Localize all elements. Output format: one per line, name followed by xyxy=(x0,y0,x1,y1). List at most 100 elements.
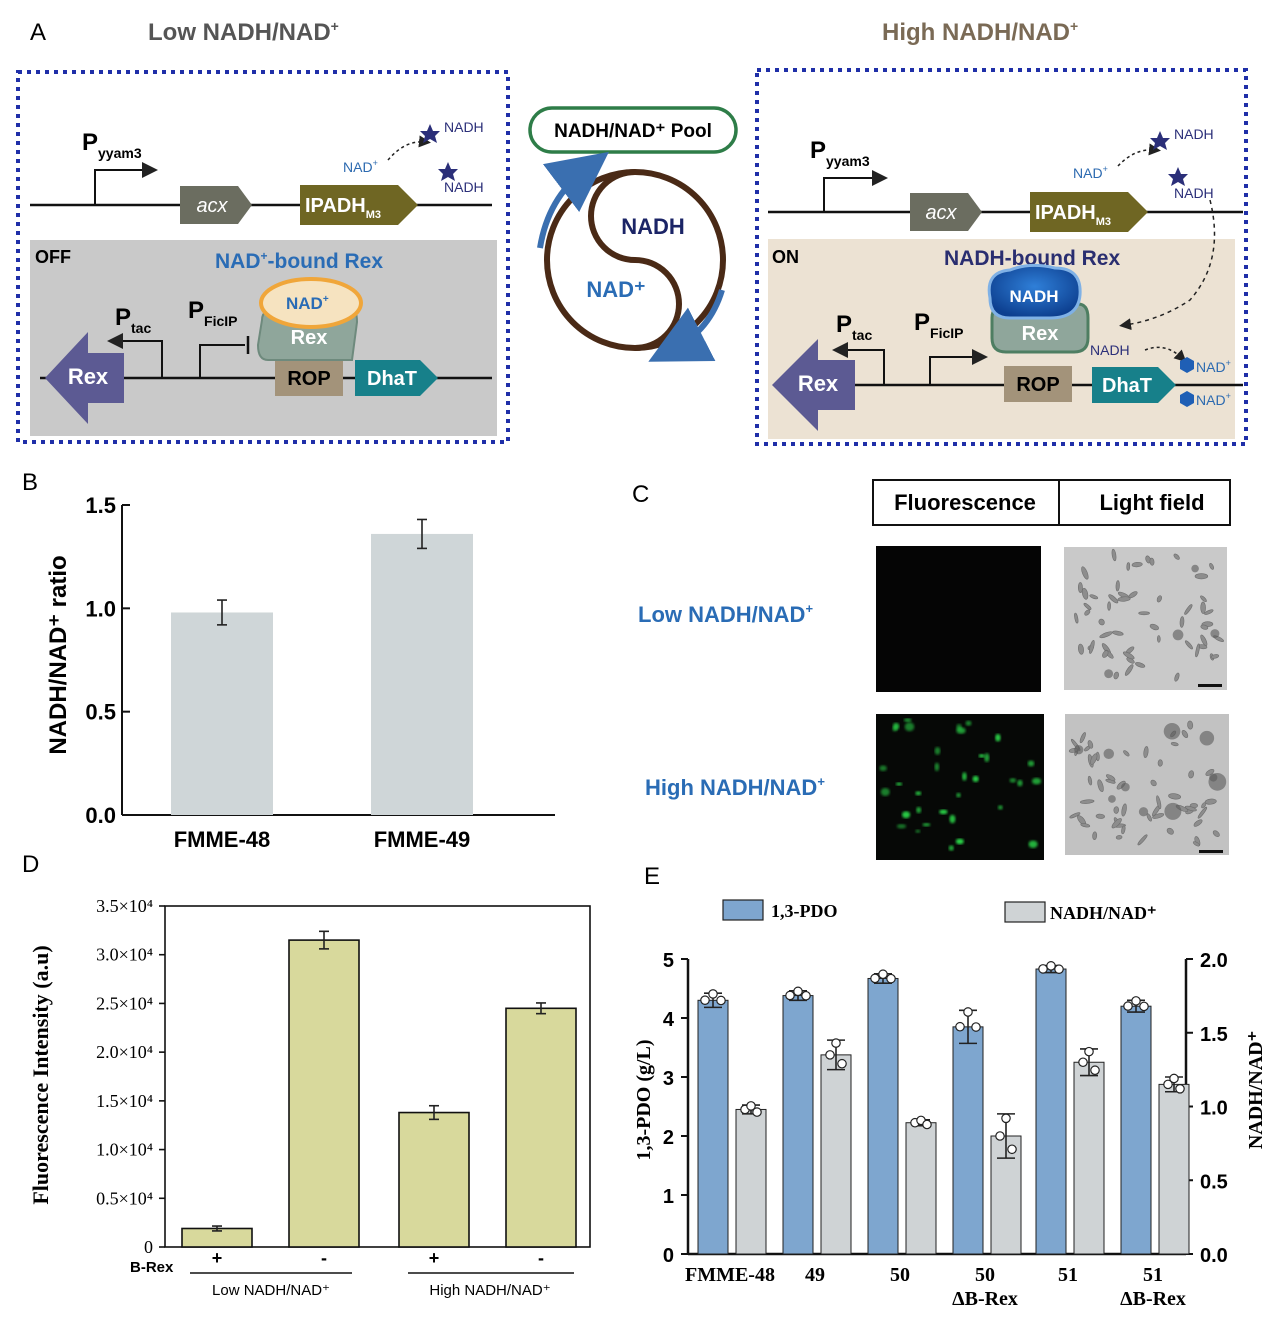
yin-nad-label: NAD⁺ xyxy=(586,277,645,302)
y-tick-label: 1.5 xyxy=(85,493,116,518)
left-dotted-frame xyxy=(16,70,510,444)
on-nadplus-label-2: NAD+ xyxy=(1196,391,1231,408)
promoter-tac-label-on: Ptac xyxy=(836,311,872,343)
lightfield-cell xyxy=(1187,720,1194,730)
acx-gene-label: acx xyxy=(196,195,228,217)
x-tick-label: + xyxy=(212,1248,223,1268)
off-label: OFF xyxy=(35,247,71,267)
lightfield-debris xyxy=(1104,669,1114,679)
x-row-label: B-Rex xyxy=(130,1259,174,1276)
lightfield-cell xyxy=(1212,830,1220,837)
lightfield-debris xyxy=(1164,802,1182,820)
replicate-point xyxy=(1123,1001,1133,1011)
lightfield-cell xyxy=(1115,835,1123,840)
rex-protein-label-on: Rex xyxy=(1022,323,1059,345)
rex-gene-label-off: Rex xyxy=(68,364,109,389)
lightfield-cell xyxy=(1078,643,1084,655)
green-cell xyxy=(939,809,948,815)
lightfield-cell xyxy=(1098,618,1105,626)
green-cell xyxy=(1009,778,1017,783)
on-label: ON xyxy=(772,247,799,267)
replicate-point xyxy=(837,1058,847,1069)
chart-d: 00.5×10⁴1.0×10⁴1.5×10⁴2.0×10⁴2.5×10⁴3.0×… xyxy=(28,896,591,1299)
lightfield-cell xyxy=(1089,594,1099,600)
yyam3-promoter-arrow-right xyxy=(823,170,888,212)
left-y-tick-label: 1 xyxy=(663,1186,674,1208)
lightfield-cell xyxy=(1080,823,1091,828)
green-cell xyxy=(934,762,940,772)
lightfield-cell xyxy=(1149,623,1159,631)
green-cell xyxy=(955,838,964,845)
lightfield-cell xyxy=(1184,805,1197,812)
replicate-point xyxy=(1131,996,1141,1006)
dhat-label-on: DhaT xyxy=(1102,375,1152,397)
right-dotted-frame xyxy=(755,68,1248,446)
green-cell xyxy=(995,733,1001,742)
lightfield-cell xyxy=(1193,819,1203,827)
left-nadh-label-1: NADH xyxy=(444,119,484,135)
lightfield-cell xyxy=(1143,746,1149,759)
y-axis-label: Fluorescence Intensity (a.u) xyxy=(28,945,53,1204)
lightfield-cell xyxy=(1170,742,1179,747)
bar-pdo xyxy=(1120,1005,1152,1255)
lightfield-cell xyxy=(1157,759,1163,767)
promoter-tac-label-off: Ptac xyxy=(115,304,151,336)
green-cell xyxy=(1031,777,1042,785)
bar xyxy=(398,1111,470,1248)
scale-bar xyxy=(1198,684,1222,687)
green-cell xyxy=(948,845,954,851)
green-cell xyxy=(956,724,962,730)
bar xyxy=(288,939,360,1248)
bound-nadh-label: NADH xyxy=(1009,287,1058,306)
green-cell xyxy=(1027,760,1035,767)
replicate-point xyxy=(963,1007,973,1017)
ficlp-promoter-blocked xyxy=(199,344,245,378)
y-tick-label: 3.0×10⁴ xyxy=(96,945,153,965)
right-y-tick-label: 2.0 xyxy=(1200,950,1228,972)
left-y-axis-label: 1,3-PDO (g/L) xyxy=(633,1039,655,1160)
green-cell xyxy=(915,791,922,796)
col-fluorescence-label: Fluorescence xyxy=(894,490,1036,515)
promoter-yyam3-label: Pyyam3 xyxy=(82,129,142,161)
lightfield-cell xyxy=(1095,813,1105,819)
lightfield-cell xyxy=(1108,594,1119,604)
y-tick-label: 1.5×10⁴ xyxy=(96,1091,153,1111)
replicate-point xyxy=(1007,1144,1017,1155)
lightfield-cell xyxy=(1083,602,1092,610)
tac-promoter-arrow-off xyxy=(107,333,163,378)
on-nadplus-label-1: NAD+ xyxy=(1196,358,1231,375)
yin-nadh-label: NADH xyxy=(621,214,685,239)
green-cell xyxy=(903,718,912,722)
replicate-point xyxy=(746,1101,756,1111)
panel-letter-a: A xyxy=(30,19,46,46)
panel-letter-d: D xyxy=(22,851,39,878)
x-tick-label: FMME-48 xyxy=(174,827,271,852)
lightfield-cell xyxy=(1192,841,1200,847)
rex-gene-label-on: Rex xyxy=(798,371,839,396)
replicate-point xyxy=(1001,1113,1011,1124)
bar-pdo xyxy=(697,999,729,1255)
group-label: High NADH/NAD⁺ xyxy=(429,1282,550,1299)
left-y-tick-label: 3 xyxy=(663,1068,674,1090)
bar-pdo xyxy=(867,977,899,1255)
replicate-point xyxy=(785,990,795,1001)
replicate-point xyxy=(752,1107,762,1117)
green-cell xyxy=(965,720,972,726)
green-cell xyxy=(916,806,922,814)
pool-oval xyxy=(528,106,738,154)
ficlp-promoter-active xyxy=(929,349,988,385)
green-cell xyxy=(915,829,921,833)
replicate-point xyxy=(1139,1001,1149,1012)
y-tick-label: 3.5×10⁴ xyxy=(96,896,153,916)
green-cell xyxy=(962,772,967,781)
green-cell xyxy=(972,775,979,783)
x-tick-label: 49 xyxy=(805,1264,825,1286)
lightfield-cell xyxy=(1115,580,1120,592)
bar-ratio xyxy=(905,1122,937,1255)
dhat-cofactor-arrow xyxy=(1144,346,1187,363)
plot-frame xyxy=(164,905,591,1248)
bar-pdo xyxy=(952,1026,984,1255)
lightfield-cell xyxy=(1087,775,1093,786)
lightfield-cell xyxy=(1089,639,1095,654)
